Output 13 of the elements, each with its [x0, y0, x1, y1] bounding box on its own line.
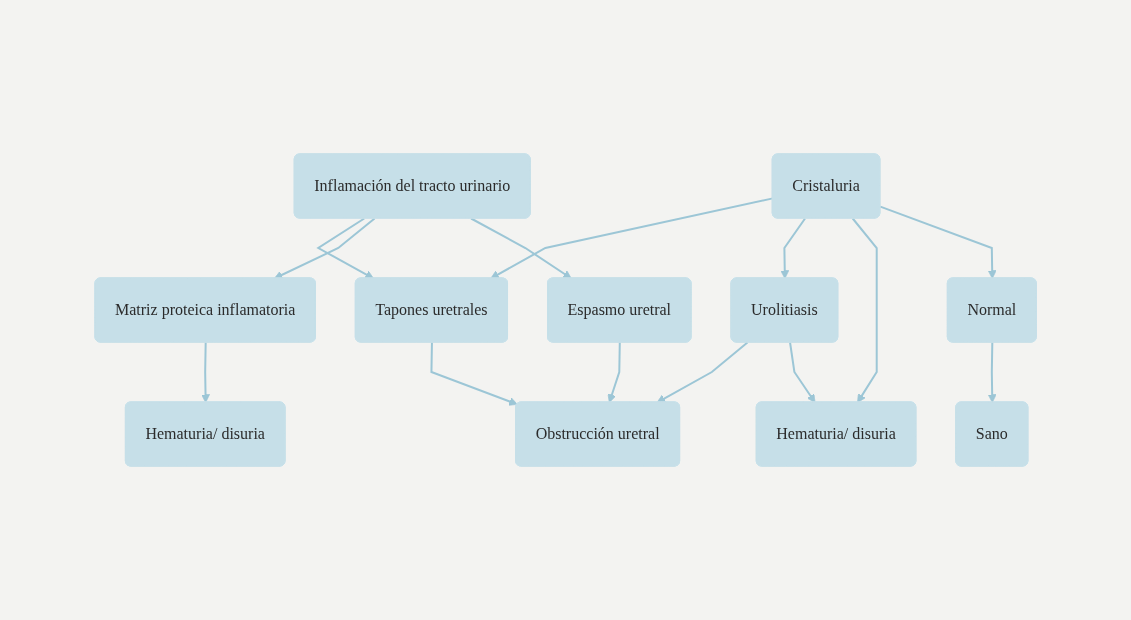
arrow: [201, 341, 210, 403]
arrow: [273, 217, 376, 280]
arrow: [656, 341, 749, 403]
arrow: [879, 205, 997, 279]
arrow: [607, 341, 621, 403]
arrow: [987, 341, 997, 403]
arrow: [316, 217, 374, 279]
arrow: [490, 197, 774, 279]
arrow: [470, 217, 572, 279]
arrow: [851, 217, 878, 403]
arrow: [780, 217, 806, 279]
arrow: [430, 341, 518, 406]
arrow: [788, 341, 816, 403]
